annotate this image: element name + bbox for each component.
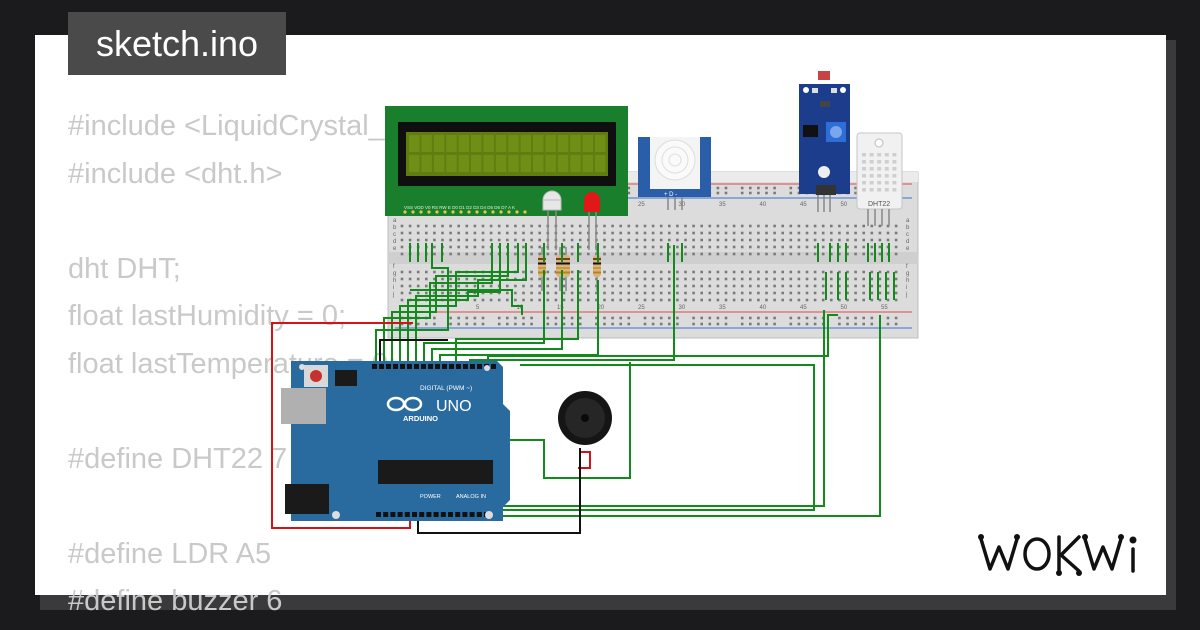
- arduino-brand: ARDUINO: [403, 414, 438, 423]
- breadboard-col-number: 50: [841, 305, 848, 311]
- breadboard-col-number: 5: [476, 305, 480, 311]
- analog-header-label: ANALOG IN: [456, 494, 486, 500]
- uno-label: UNO: [436, 398, 472, 415]
- code-line: #include <dht.h>: [68, 157, 283, 190]
- breadboard-col-number: 55: [881, 305, 888, 311]
- code-line: #define DHT22 7: [68, 442, 288, 475]
- breadboard-row-letter: a: [906, 218, 910, 224]
- digital-header-label: DIGITAL (PWM ~): [420, 385, 472, 392]
- pir-sensor: + D -: [638, 137, 711, 210]
- black-wires: [379, 339, 581, 534]
- breadboard-col-number: 15: [557, 305, 564, 311]
- pir-pin-label: + D -: [664, 192, 677, 198]
- breadboard-col-number: 25: [638, 305, 645, 311]
- breadboard-row-letter: j: [392, 292, 394, 298]
- breadboard-col-number: 45: [800, 202, 807, 208]
- resistors: [538, 247, 601, 291]
- filename-tab[interactable]: sketch.ino: [68, 12, 286, 75]
- breadboard-row-letter: h: [906, 278, 909, 284]
- breadboard-row-letter: d: [393, 239, 396, 245]
- code-line: #define LDR A5: [68, 537, 272, 570]
- breadboard-row-letter: f: [906, 264, 908, 270]
- dht22-sensor: DHT22: [856, 132, 903, 226]
- breadboard-col-number: 40: [760, 202, 767, 208]
- red-wires: [271, 322, 591, 529]
- breadboard-row-letter: f: [393, 264, 395, 270]
- breadboard-col-number: 20: [598, 305, 605, 311]
- breadboard-row-letter: e: [906, 246, 910, 252]
- lcd-display: VSS VDD V0 RS RW E D0 D1 D2 D3 D4 D5 D6 …: [385, 106, 628, 216]
- code-line: dht DHT;: [68, 252, 181, 285]
- led-white: [542, 190, 562, 250]
- arduino-uno: DIGITAL (PWM ~) UNO ARDUINO POWER ANALOG…: [281, 361, 510, 521]
- buzzer: [558, 391, 612, 445]
- breadboard-row-letter: c: [906, 232, 909, 238]
- breadboard-row-letter: b: [393, 225, 397, 231]
- breadboard-row-letter: b: [906, 225, 910, 231]
- breadboard-col-number: 50: [841, 202, 848, 208]
- code-line: #define buzzer 6: [68, 585, 283, 617]
- wokwi-logo-icon: [978, 534, 1137, 576]
- breadboard-col-number: 25: [638, 202, 645, 208]
- breadboard-row-letter: e: [393, 246, 397, 252]
- power-header-label: POWER: [420, 494, 441, 500]
- breadboard-row-letter: c: [393, 232, 396, 238]
- breadboard-row-letter: h: [393, 278, 396, 284]
- led-red: [584, 192, 600, 250]
- breadboard-col-number: 35: [719, 305, 726, 311]
- ldr-module: [799, 71, 850, 212]
- green-wires: [375, 245, 881, 517]
- breadboard-row-letter: a: [393, 218, 397, 224]
- breadboard-col-number: 40: [760, 305, 767, 311]
- code-line: float lastHumidity = 0;: [68, 300, 347, 332]
- breadboard-row-letter: j: [905, 292, 907, 298]
- breadboard-row-letter: g: [393, 271, 396, 277]
- breadboard-row-letter: i: [393, 285, 394, 291]
- breadboard-row-letter: g: [906, 271, 909, 277]
- breadboard-col-number: 30: [679, 305, 686, 311]
- breadboard-col-number: 35: [719, 202, 726, 208]
- breadboard-col-number: 45: [800, 305, 807, 311]
- dht22-label: DHT22: [868, 201, 890, 208]
- breadboard-col-number: 10: [517, 305, 524, 311]
- lcd-pin-labels: VSS VDD V0 RS RW E D0 D1 D2 D3 D4 D5 D6 …: [404, 205, 515, 210]
- breadboard-row-letter: i: [906, 285, 907, 291]
- breadboard-row-letter: d: [906, 239, 909, 245]
